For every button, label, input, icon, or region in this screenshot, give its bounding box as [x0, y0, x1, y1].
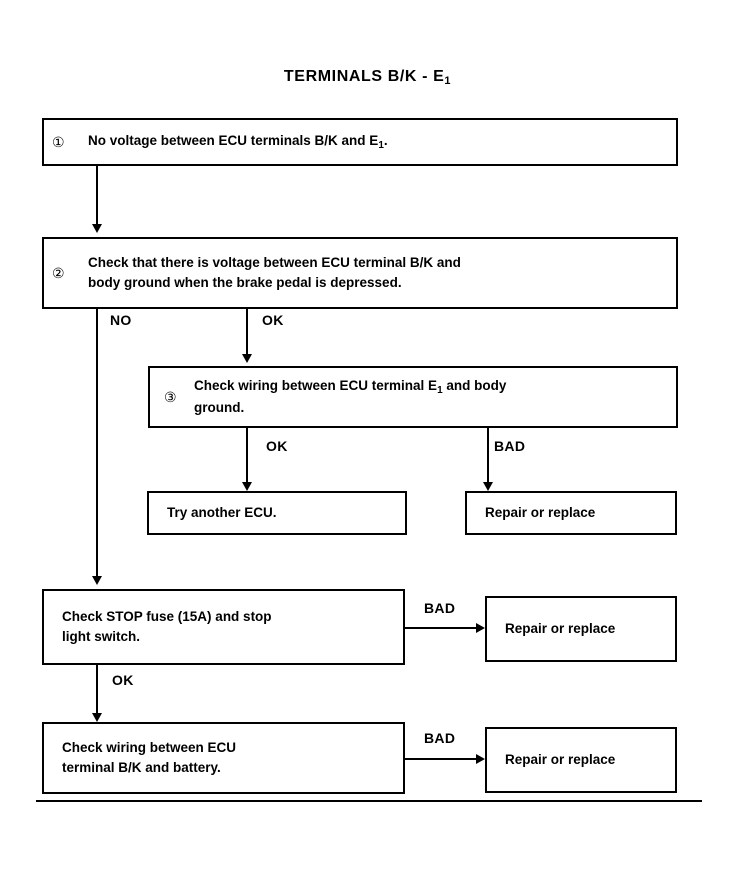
node-step3[interactable]: ③ Check wiring between ECU terminal E1 a…: [148, 366, 678, 428]
edge-label-stop-fuse-ok: OK: [112, 672, 134, 688]
node-step1-text-main: No voltage between ECU terminals B/K and…: [88, 133, 379, 148]
node-try-another-ecu[interactable]: Try another ECU.: [147, 491, 407, 535]
connector-step2-no: [96, 309, 98, 578]
node-check-wiring-battery-text: Check wiring between ECU terminal B/K and…: [62, 738, 236, 778]
arrow-wiring-battery-bad: [476, 754, 485, 764]
step-marker-2: ②: [52, 265, 65, 281]
connector-stop-fuse-bad: [405, 627, 479, 629]
edge-label-step3-ok: OK: [266, 438, 288, 454]
node-step3-text: Check wiring between ECU terminal E1 and…: [194, 376, 506, 418]
edge-label-step3-bad: BAD: [494, 438, 526, 454]
node-step3-text-main: Check wiring between ECU terminal E: [194, 378, 438, 393]
node-step1[interactable]: ① No voltage between ECU terminals B/K a…: [42, 118, 678, 166]
footer-divider: [36, 800, 702, 802]
page-title-subscript: 1: [444, 75, 452, 87]
node-step1-text-sub: 1: [378, 140, 384, 151]
connector-step3-ok: [246, 428, 248, 484]
node-repair-or-replace-2[interactable]: Repair or replace: [485, 596, 677, 662]
node-step2-line1: Check that there is voltage between ECU …: [88, 255, 461, 270]
connector-stop-fuse-ok: [96, 665, 98, 715]
node-step2-line2: body ground when the brake pedal is depr…: [88, 275, 402, 290]
edge-label-wiring-battery-bad: BAD: [424, 730, 456, 746]
arrow-step3-bad: [483, 482, 493, 491]
arrow-stop-fuse-bad: [476, 623, 485, 633]
node-check-stop-fuse[interactable]: Check STOP fuse (15A) and stop light swit…: [42, 589, 405, 665]
node-step2[interactable]: ② Check that there is voltage between EC…: [42, 237, 678, 309]
connector-step2-ok: [246, 309, 248, 356]
node-step3-line2: ground.: [194, 400, 245, 415]
edge-label-stop-fuse-bad: BAD: [424, 600, 456, 616]
arrow-step1-step2: [92, 224, 102, 233]
edge-label-step2-no: NO: [110, 312, 132, 328]
arrow-step2-ok: [242, 354, 252, 363]
edge-label-step2-ok: OK: [262, 312, 284, 328]
node-check-wiring-battery-line1: Check wiring between ECU: [62, 740, 237, 755]
node-step2-text: Check that there is voltage between ECU …: [88, 253, 461, 293]
node-try-another-ecu-text: Try another ECU.: [167, 505, 277, 520]
arrow-stop-fuse-ok: [92, 713, 102, 722]
node-step1-text: No voltage between ECU terminals B/K and…: [88, 131, 388, 153]
connector-step3-bad: [487, 428, 489, 484]
node-repair-or-replace-3[interactable]: Repair or replace: [485, 727, 677, 793]
step-marker-1: ①: [52, 134, 65, 150]
node-step3-text-end: and body: [442, 378, 507, 393]
arrow-step3-ok: [242, 482, 252, 491]
page-title-text: TERMINALS B/K - E: [283, 68, 445, 85]
node-check-stop-fuse-line1: Check STOP fuse (15A) and stop: [62, 609, 272, 624]
node-step1-text-end: .: [383, 133, 388, 148]
node-check-stop-fuse-text: Check STOP fuse (15A) and stop light swit…: [62, 607, 272, 647]
arrow-step2-no: [92, 576, 102, 585]
step-marker-3: ③: [164, 389, 177, 405]
connector-step1-step2: [96, 166, 98, 226]
node-repair-or-replace-2-text: Repair or replace: [505, 621, 616, 636]
node-check-stop-fuse-line2: light switch.: [62, 629, 141, 644]
node-step3-text-sub: 1: [437, 385, 443, 396]
node-check-wiring-battery-line2: terminal B/K and battery.: [62, 760, 221, 775]
node-repair-or-replace-1[interactable]: Repair or replace: [465, 491, 677, 535]
node-repair-or-replace-3-text: Repair or replace: [505, 752, 616, 767]
connector-wiring-battery-bad: [405, 758, 479, 760]
node-check-wiring-battery[interactable]: Check wiring between ECU terminal B/K and…: [42, 722, 405, 794]
node-repair-or-replace-1-text: Repair or replace: [485, 505, 596, 520]
page-title: TERMINALS B/K - E1: [0, 68, 735, 87]
